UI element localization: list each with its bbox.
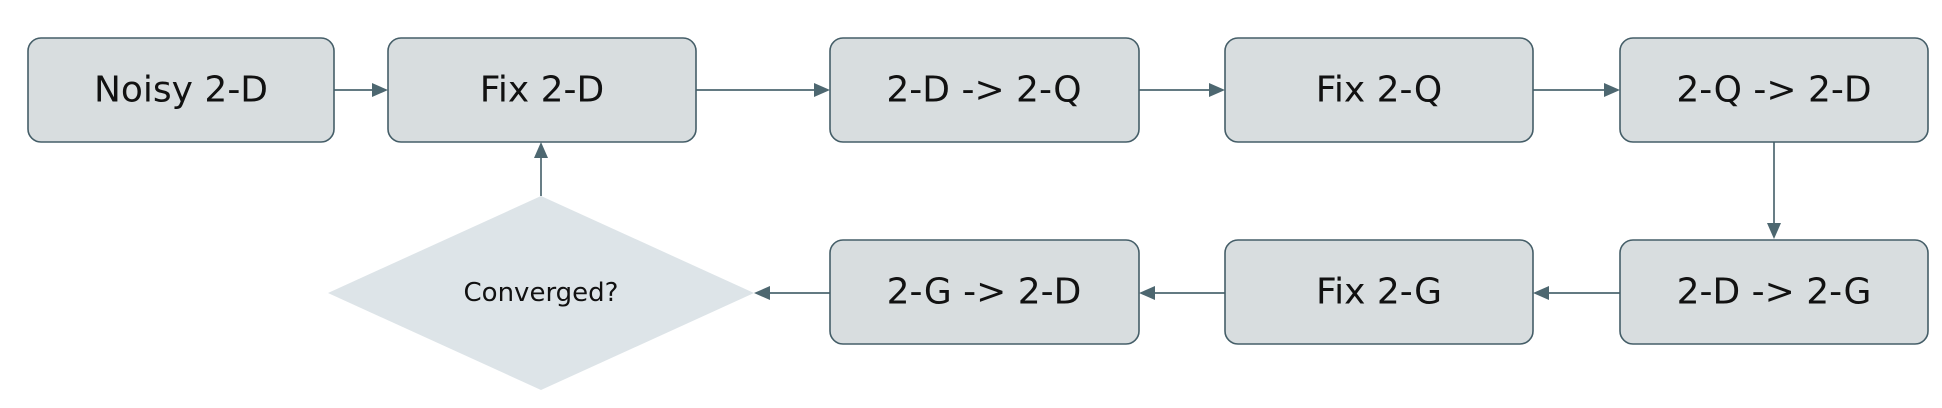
node-2d-to-2q: 2-D -> 2-Q — [829, 37, 1140, 143]
node-2g-to-2d: 2-G -> 2-D — [829, 239, 1140, 345]
edge-qd-to-dg — [1767, 142, 1781, 239]
decision-diamond — [328, 196, 754, 390]
node-label-noisy-2d: Noisy 2-D — [94, 70, 268, 111]
node-2q-to-2d: 2-Q -> 2-D — [1619, 37, 1929, 143]
node-label-2q-to-2d: 2-Q -> 2-D — [1676, 70, 1871, 111]
edge-fix2q-to-qd — [1533, 83, 1620, 97]
node-fix-2g: Fix 2-G — [1224, 239, 1534, 345]
edge-noisy-to-fix2d — [334, 83, 388, 97]
node-label-2d-to-2q: 2-D -> 2-Q — [886, 70, 1081, 111]
node-label-fix-2q: Fix 2-Q — [1316, 70, 1442, 111]
decision-label-converged: Converged? — [464, 278, 619, 308]
edges — [334, 83, 1781, 300]
edge-converged-to-fix2d — [534, 142, 548, 196]
node-fix-2d: Fix 2-D — [387, 37, 697, 143]
edge-dg-to-fix2g — [1533, 286, 1620, 300]
edge-dq-to-fix2q — [1139, 83, 1225, 97]
node-2d-to-2g: 2-D -> 2-G — [1619, 239, 1929, 345]
node-noisy-2d: Noisy 2-D — [27, 37, 335, 143]
edge-fix2g-to-gd — [1139, 286, 1225, 300]
decision-converged: Converged? — [328, 196, 754, 390]
edge-gd-to-converged — [754, 286, 830, 300]
node-label-2g-to-2d: 2-G -> 2-D — [887, 272, 1082, 313]
node-label-2d-to-2g: 2-D -> 2-G — [1677, 272, 1872, 313]
node-label-fix-2d: Fix 2-D — [480, 70, 604, 111]
node-fix-2q: Fix 2-Q — [1224, 37, 1534, 143]
edge-fix2d-to-dq — [696, 83, 830, 97]
node-label-fix-2g: Fix 2-G — [1316, 272, 1442, 313]
